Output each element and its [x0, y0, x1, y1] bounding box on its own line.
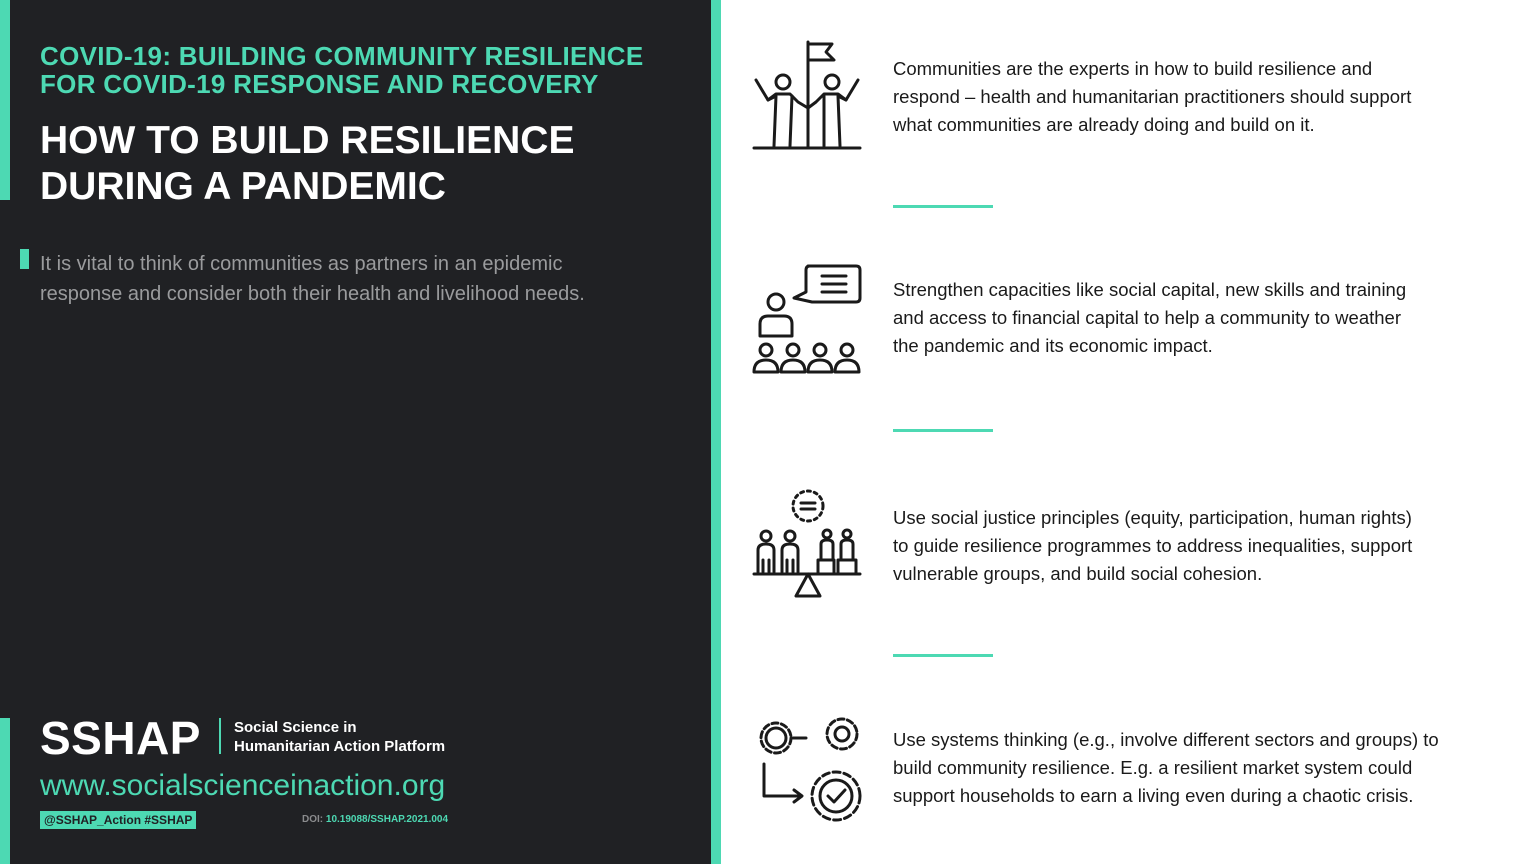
- point-2-text: Strengthen capacities like social capita…: [893, 276, 1508, 360]
- point-3-text: Use social justice principles (equity, p…: [893, 504, 1508, 588]
- logo-divider: [219, 718, 221, 754]
- point-line: the pandemic and its economic impact.: [893, 335, 1213, 356]
- systems-gears-icon: [750, 712, 865, 827]
- intro-line: response and consider both their health …: [40, 283, 585, 305]
- page-title: HOW TO BUILD RESILIENCE DURING A PANDEMI…: [40, 118, 690, 210]
- point-line: what communities are already doing and b…: [893, 114, 1315, 135]
- point-line: Use social justice principles (equity, p…: [893, 507, 1412, 528]
- accent-bar-top: [0, 0, 10, 200]
- point-line: Communities are the experts in how to bu…: [893, 58, 1373, 79]
- intro-line: It is vital to think of communities as p…: [40, 253, 563, 275]
- logo-subtitle: Social Science in Humanitarian Action Pl…: [234, 718, 494, 756]
- website-link[interactable]: www.socialscienceinaction.org: [40, 769, 446, 802]
- separator: [893, 429, 993, 432]
- left-panel: [0, 0, 711, 864]
- social-handle: @SSHAP_Action #SSHAP: [40, 811, 197, 829]
- point-4-text: Use systems thinking (e.g., involve diff…: [893, 726, 1508, 810]
- doi: DOI: 10.19088/SSHAP.2021.004: [302, 813, 448, 827]
- logo-subtitle-line: Humanitarian Action Platform: [234, 738, 446, 755]
- point-line: to guide resilience programmes to addres…: [893, 535, 1413, 556]
- point-line: respond – health and humanitarian practi…: [893, 86, 1412, 107]
- accent-bar-bottom: [0, 718, 10, 864]
- point-line: vulnerable groups, and build social cohe…: [893, 563, 1263, 584]
- subtitle-line: FOR COVID-19 RESPONSE AND RECOVERY: [40, 69, 599, 99]
- separator: [893, 654, 993, 657]
- subtitle: COVID-19: BUILDING COMMUNITY RESILIENCE …: [40, 42, 690, 98]
- point-line: and access to financial capital to help …: [893, 307, 1402, 328]
- intro-marker: [20, 249, 29, 269]
- equity-balance-icon: [750, 488, 865, 603]
- community-flag-icon: [750, 38, 865, 153]
- title-line: HOW TO BUILD RESILIENCE: [40, 119, 575, 162]
- subtitle-line: COVID-19: BUILDING COMMUNITY RESILIENCE: [40, 41, 644, 71]
- doi-value: 10.19088/SSHAP.2021.004: [325, 814, 449, 825]
- panel-divider: [711, 0, 721, 864]
- logo-subtitle-line: Social Science in: [234, 719, 357, 736]
- doi-label: DOI:: [302, 814, 326, 825]
- separator: [893, 205, 993, 208]
- title-line: DURING A PANDEMIC: [40, 165, 446, 208]
- speaker-audience-icon: [750, 262, 865, 377]
- point-line: Use systems thinking (e.g., involve diff…: [893, 729, 1439, 750]
- point-line: support households to earn a living even…: [893, 785, 1414, 806]
- point-line: Strengthen capacities like social capita…: [893, 279, 1407, 300]
- intro-text: It is vital to think of communities as p…: [40, 249, 680, 309]
- point-line: build community resilience. E.g. a resil…: [893, 757, 1413, 778]
- sshap-logo: SSHAP: [40, 712, 201, 764]
- point-1-text: Communities are the experts in how to bu…: [893, 55, 1508, 139]
